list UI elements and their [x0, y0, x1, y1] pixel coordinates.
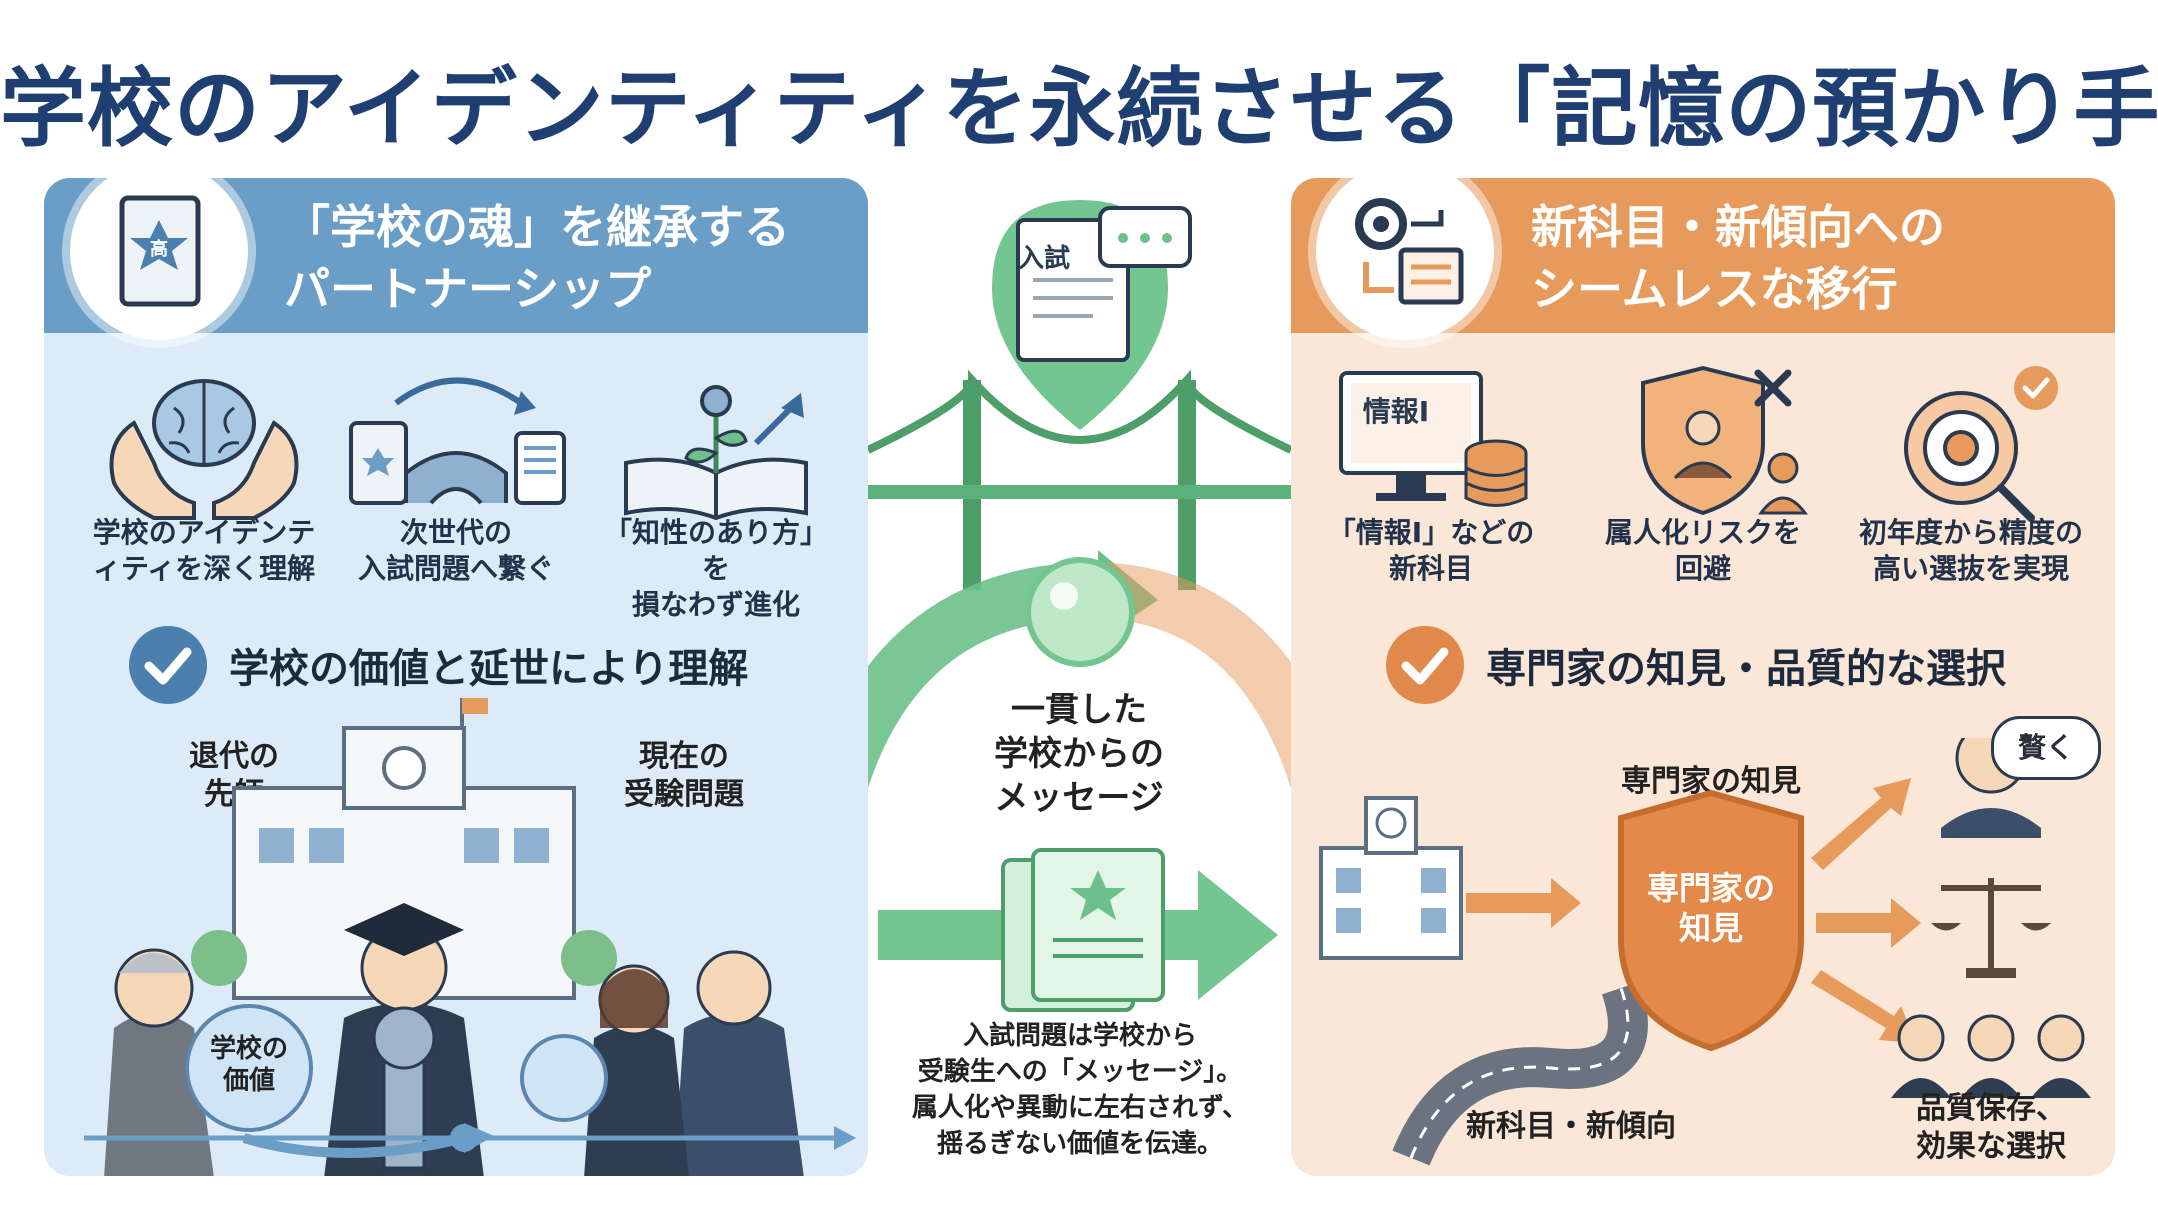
exam-doc-label: 入試 — [1018, 244, 1071, 274]
label-quality-selection: 品質保存、 効果な選択 — [1916, 1091, 2066, 1164]
scroll-bridge-tablet-icon — [349, 377, 566, 505]
check-icon — [1386, 626, 1464, 704]
center-bridge-illustration — [868, 200, 1291, 1012]
brain-in-hands-icon — [109, 379, 299, 520]
speech-bubble: 贅く — [1991, 716, 2101, 780]
right-header-title: 新科目・新傾向への シームレスな移行 — [1531, 200, 1945, 316]
book-plant-growth-icon — [624, 385, 808, 521]
right-panel-transition: 新科目・新傾向への シームレスな移行 情報I 「情報I」などの 新科目 — [1291, 178, 2115, 1176]
icon-caption: 次世代の 入試問題へ繋ぐ — [357, 516, 554, 585]
icon-block-new-subject: 情報I 「情報I」などの 新科目 — [1311, 363, 1551, 585]
left-header-badge: 高 — [70, 162, 248, 340]
scroll-emblem-icon: 高 — [119, 195, 201, 307]
monitor-database-icon: 情報I — [1339, 371, 1528, 507]
label-new-subject-trend: 新科目・新傾向 — [1466, 1109, 1676, 1144]
icon-caption: 属人化リスクを 回避 — [1604, 516, 1801, 585]
shield-person-x-icon — [1641, 365, 1808, 516]
svg-text:情報I: 情報I — [1363, 395, 1429, 428]
right-check-text: 専門家の知見・品質的な選択 — [1486, 646, 2006, 692]
icon-caption: 「知性のあり方」を 損なわず進化 — [603, 516, 828, 621]
check-icon — [129, 626, 207, 704]
center-bottom-text: 入試問題は学校から 受験生への「メッセージ」。 属人化や異動に左右されず、 揺る… — [911, 1021, 1249, 1159]
icon-block-understand: 学校のアイデンテ ィティを深く理解 — [84, 363, 324, 585]
expert-process-illustration — [1319, 738, 2091, 1166]
school-succession-illustration — [84, 698, 856, 1176]
gear-workflow-icon — [1355, 198, 1464, 305]
center-message-text: 一貫した 学校からの メッセージ — [994, 690, 1164, 818]
left-header-title: 「学校の魂」を継承する パートナーシップ — [284, 200, 790, 316]
target-check-icon — [1904, 366, 2058, 522]
orb-label-school-value: 学校の 価値 — [209, 1034, 288, 1096]
label-present-exam: 現在の 受験問題 — [624, 739, 744, 812]
icon-block-target: 初年度から精度の 高い選抜を実現 — [1851, 363, 2091, 585]
svg-text:高: 高 — [150, 238, 168, 260]
icon-block-risk: 属人化リスクを 回避 — [1583, 363, 1823, 585]
icon-caption: 「情報I」などの 新科目 — [1327, 516, 1535, 585]
page-title: 学校のアイデンティティを永続させる「記憶の預かり手」 — [0, 59, 2158, 159]
icon-caption: 初年度から精度の 高い選抜を実現 — [1858, 516, 2083, 585]
icon-caption: 学校のアイデンテ ィティを深く理解 — [92, 516, 316, 585]
left-check-text: 学校の価値と延世により理解 — [229, 646, 749, 692]
shield-expert-text: 専門家の 知見 — [1646, 869, 1775, 947]
icon-block-connect: 次世代の 入試問題へ繋ぐ — [336, 363, 576, 585]
left-panel-partnership: 「学校の魂」を継承する パートナーシップ 学校のアイデンテ ィティを深く理解 — [44, 178, 868, 1176]
icon-block-evolve: 「知性のあり方」を 損なわず進化 — [596, 363, 836, 621]
right-header-badge — [1316, 162, 1494, 340]
